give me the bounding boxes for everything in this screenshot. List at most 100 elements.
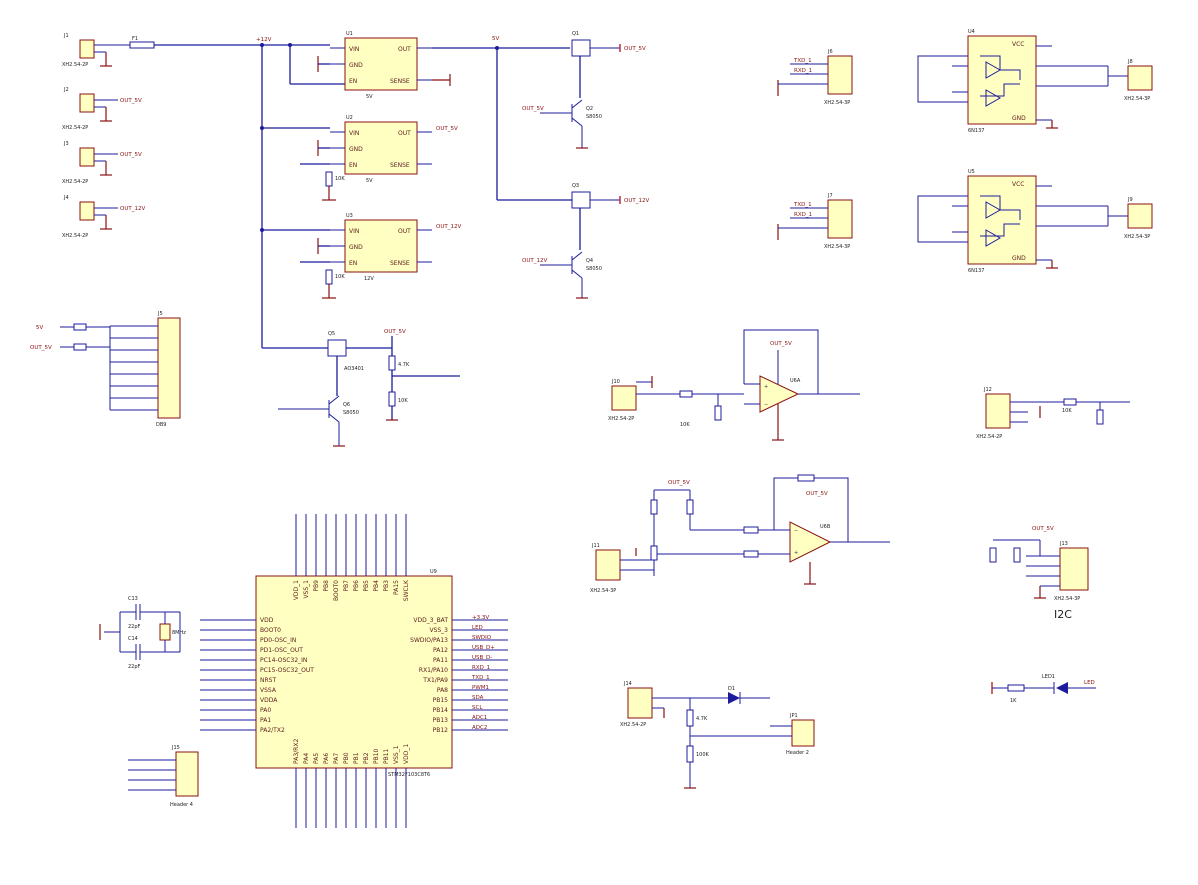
svg-text:J11: J11	[591, 543, 600, 549]
mcu-pin-label: PB11	[383, 748, 390, 764]
svg-text:OUT: OUT	[398, 46, 411, 53]
svg-text:OUT_5V: OUT_5V	[1032, 526, 1054, 532]
mcu-pin-label: PD0-OSC_IN	[260, 637, 296, 644]
mcu-pin-label: PB2	[363, 752, 370, 764]
svg-text:EN: EN	[349, 162, 357, 169]
svg-text:10K: 10K	[398, 398, 408, 404]
svg-text:EN: EN	[349, 260, 357, 267]
led-d2: LED1 1K LED	[991, 674, 1096, 704]
svg-text:5V: 5V	[492, 36, 499, 42]
svg-text:10K: 10K	[1062, 408, 1072, 414]
mcu-pin-label: BOOT0	[333, 580, 340, 601]
svg-text:LED1: LED1	[1042, 674, 1055, 680]
transistor-q2: OUT_5V Q2 S8050	[522, 99, 602, 149]
svg-text:5V: 5V	[366, 178, 373, 184]
connector-j14: J14 XH2.54-2P	[620, 681, 728, 728]
connector-j6: J6 XH2.54-3P TXD_1 RXD_1	[777, 49, 853, 106]
svg-text:12V: 12V	[364, 276, 374, 282]
mcu-pin-label: SWDIO/PA13	[410, 637, 448, 644]
mcu-pin-label: PA8	[437, 687, 448, 694]
mcu-pin-label: PB8	[323, 580, 330, 592]
svg-text:Q5: Q5	[328, 331, 335, 337]
mcu-pin-label: VSS_1	[303, 580, 310, 599]
svg-text:VIN: VIN	[349, 228, 359, 235]
svg-text:J14: J14	[623, 681, 632, 687]
svg-text:22pF: 22pF	[128, 624, 141, 630]
svg-text:U4: U4	[968, 29, 975, 35]
mcu-u9: U9 STM32F103C8T6 VDDBOOT0PD0-OSC_INPD1-O…	[200, 514, 508, 828]
fuse-f1: F1	[129, 36, 155, 49]
svg-text:RXD_1: RXD_1	[794, 68, 812, 74]
mcu-pin-label: PB3	[383, 580, 390, 592]
mcu-pin-label: PB0	[343, 752, 350, 764]
connector-j7: J7 XH2.54-3P TXD_1 RXD_1	[777, 193, 853, 250]
mcu-pin-label: PB6	[353, 580, 360, 592]
svg-text:10K: 10K	[680, 422, 690, 428]
svg-text:GND: GND	[349, 146, 363, 153]
mcu-net-label: USB_D-	[472, 655, 492, 661]
optocoupler-u4: U4 6N137 VCC GND	[952, 29, 1052, 134]
svg-text:Q1: Q1	[572, 31, 579, 37]
mcu-pin-label: PA4	[303, 753, 310, 764]
connector-swd: J15 Header 4	[128, 745, 199, 808]
mcu-pin-label: PA7	[333, 753, 340, 764]
mcu-net-label: ADC2	[472, 725, 487, 731]
transistor-q4: OUT_12V Q4 S8050	[522, 251, 602, 299]
svg-text:GND: GND	[349, 244, 363, 251]
mcu-pin-label: PA6	[323, 753, 330, 764]
svg-text:XH2.54-3P: XH2.54-3P	[824, 244, 850, 250]
svg-text:Header 4: Header 4	[170, 802, 193, 808]
svg-text:AO3401: AO3401	[344, 366, 364, 372]
svg-text:S8050: S8050	[586, 114, 602, 120]
mcu-pin-label: PD1-OSC_OUT	[260, 647, 303, 654]
svg-text:Q2: Q2	[586, 106, 593, 112]
svg-text:U6A: U6A	[790, 378, 801, 384]
svg-text:J12: J12	[983, 387, 992, 393]
svg-text:XH2.54-3P: XH2.54-3P	[590, 588, 616, 594]
mcu-pin-label: VDDA	[260, 697, 278, 704]
svg-text:XH2.54-3P: XH2.54-3P	[1124, 234, 1150, 240]
svg-text:J7: J7	[827, 193, 833, 199]
svg-text:SENSE: SENSE	[390, 78, 410, 85]
svg-text:J4: J4	[63, 195, 69, 201]
regulator-u1: U1 VIN GND EN OUT SENSE 5V	[330, 31, 432, 100]
svg-text:S8050: S8050	[343, 410, 359, 416]
svg-text:VIN: VIN	[349, 130, 359, 137]
mcu-pin-label: PA0	[260, 707, 271, 714]
svg-text:U2: U2	[346, 115, 353, 121]
mcu-pin-label: TX1/PA9	[422, 677, 448, 684]
svg-text:XH2.54-2P: XH2.54-2P	[62, 125, 88, 131]
mcu-pin-label: VSSA	[260, 687, 277, 694]
mcu-pin-label: PA11	[433, 657, 448, 664]
mcu-pin-label: PB15	[433, 697, 449, 704]
mcu-net-label: SCL	[472, 705, 483, 711]
svg-text:VIN: VIN	[349, 46, 359, 53]
svg-text:SENSE: SENSE	[390, 260, 410, 267]
svg-text:OUT_5V: OUT_5V	[668, 480, 690, 486]
connector-j3: J3 XH2.54-2P OUT_5V	[62, 141, 142, 185]
mcu-pin-label: PB13	[433, 717, 449, 724]
svg-text:OUT_12V: OUT_12V	[436, 224, 461, 230]
svg-text:GND: GND	[1012, 255, 1026, 262]
svg-text:8MHz: 8MHz	[172, 630, 186, 636]
mcu-pin-label: RX1/PA10	[419, 667, 448, 674]
mcu-pin-label: VDD_1	[293, 580, 300, 600]
connector-j11: J11 XH2.54-3P	[590, 543, 654, 594]
mcu-pin-label: PC15-OSC32_OUT	[260, 667, 314, 674]
svg-text:J15: J15	[171, 745, 180, 751]
mcu-net-label: +3.3V	[472, 615, 489, 621]
mcu-pin-label: PB10	[373, 748, 380, 764]
svg-text:OUT_5V: OUT_5V	[120, 98, 142, 104]
svg-text:XH2.54-3P: XH2.54-3P	[824, 100, 850, 106]
mcu-pin-label: PA1	[260, 717, 271, 724]
svg-text:6N137: 6N137	[968, 268, 984, 274]
mcu-pin-label: PA3/RX2	[293, 739, 300, 764]
connector-j10: J10 XH2.54-2P	[608, 376, 680, 422]
svg-text:XH2.54-2P: XH2.54-2P	[62, 233, 88, 239]
connector-j1: J1 XH2.54-2P	[62, 33, 130, 68]
svg-text:J5: J5	[157, 311, 163, 317]
svg-text:−: −	[764, 402, 768, 408]
capacitor-c14: C14 22pF	[128, 636, 145, 670]
mcu-pin-label: SWCLK	[403, 579, 410, 601]
svg-text:Header 2: Header 2	[786, 750, 809, 756]
